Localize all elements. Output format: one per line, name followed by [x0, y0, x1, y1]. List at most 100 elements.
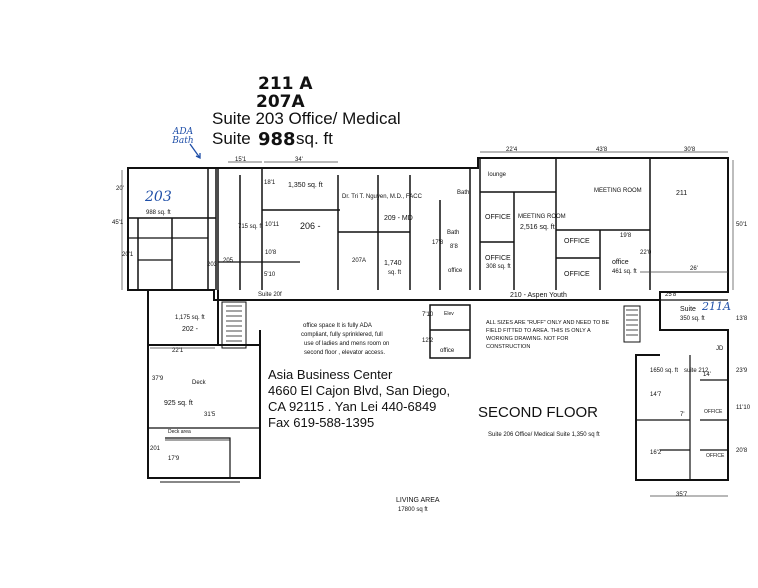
contact-address-1: 4660 El Cajon Blvd, San Diego, [268, 383, 451, 398]
dim-label: 22'0 [640, 250, 652, 256]
dim-label: 23'9 [736, 368, 748, 374]
room-label: Bath [457, 190, 470, 196]
dim-label: 10'8 [265, 250, 277, 256]
room-label: Bath [447, 230, 460, 236]
dim-label: 12'2 [422, 338, 434, 344]
room-label: 2,516 sq. ft [520, 224, 555, 231]
room-label: 925 sq. ft [164, 400, 193, 407]
dim-label: 20'1 [122, 252, 134, 258]
dim-label: 14'7 [650, 392, 662, 398]
room-label: 308 sq. ft [486, 264, 511, 270]
room-label: 1,350 sq. ft [288, 182, 323, 189]
corridor-label: 210 - Aspen Youth [510, 292, 567, 299]
ada-bath-note: ADA Bath [172, 127, 194, 146]
room-label: MEETING ROOM [518, 214, 566, 220]
room-label: OFFICE [706, 453, 725, 459]
sizes-note-line: ALL SIZES ARE "RUFF" ONLY AND NEED TO BE [486, 320, 610, 326]
room-label: 1650 sq. ft [650, 368, 679, 374]
dim-label: 22'4 [506, 147, 518, 153]
dim-label: 35'7 [676, 492, 688, 498]
room-label: OFFICE [485, 255, 511, 262]
suite-211a-label: Suite [680, 306, 696, 313]
room-label: 1,175 sq. ft [175, 315, 205, 321]
room-label: 201 [150, 446, 161, 452]
dim-label: 10'11 [265, 222, 280, 228]
dim-label: 25'8 [665, 292, 677, 298]
dim-label: 30'8 [684, 147, 696, 153]
ada-note-line: office space It is fully ADA [303, 323, 372, 329]
dim-label: 20' [116, 186, 124, 192]
room-label: 988 sq. ft [146, 210, 171, 216]
room-label: Elev [444, 311, 454, 317]
dim-label: 43'8 [596, 147, 608, 153]
room-label: 461 sq. ft [612, 269, 637, 275]
floor-subtitle: Suite 206 Office/ Medical Suite 1,350 sq… [488, 432, 600, 438]
room-label: 1,740 [384, 260, 402, 267]
room-label: JD [716, 346, 724, 352]
dim-label: 8'8 [450, 244, 458, 250]
dim-label: 45'1 [112, 220, 124, 226]
room-label: OFFICE [704, 409, 723, 415]
contact-name: Asia Business Center [268, 367, 393, 382]
suite-203-handwritten: 203 [145, 189, 172, 205]
sizes-note-line: FIELD FITTED TO AREA. THIS IS ONLY A [486, 328, 591, 334]
dim-label: 13'8 [736, 316, 748, 322]
dim-label: 50'1 [736, 222, 748, 228]
room-label: 211 [676, 190, 688, 197]
room-label: 205 [223, 258, 234, 264]
room-label: office [440, 348, 455, 354]
dim-label: 17'9 [168, 456, 180, 462]
contact-fax: Fax 619-588-1395 [268, 415, 375, 430]
handwritten-sqft: 988 [258, 129, 296, 150]
ada-note-line: compliant, fully sprinklered, full [301, 332, 383, 338]
dim-label: 18'1 [264, 180, 276, 186]
dim-label: 34' [295, 157, 303, 163]
contact-address-2: CA 92115 . Yan Lei 440-6849 [268, 399, 437, 414]
dim-label: 19'8 [620, 233, 632, 239]
handwritten-note-211a: 211 A [258, 74, 313, 94]
sizes-note-line: WORKING DRAWING. NOT FOR [486, 336, 569, 342]
suite-211a-handwritten: 211A [702, 300, 731, 313]
room-label: office [612, 259, 629, 266]
room-label: 350 sq. ft [680, 316, 705, 322]
room-label: 209 - MD [384, 215, 413, 222]
room-label: 207A [352, 258, 367, 264]
living-area-label: LIVING AREA [396, 497, 440, 504]
room-label: 202 - [182, 326, 198, 333]
dim-label: 16'2 [650, 450, 662, 456]
dim-label: 31'5 [204, 412, 216, 418]
ada-arrow-icon [189, 143, 201, 160]
dim-label: 14' [703, 372, 711, 378]
floor-title: SECOND FLOOR [478, 404, 599, 421]
room-label: Deck [192, 380, 206, 386]
dim-label: 5'10 [264, 272, 276, 278]
dim-label: 20'8 [736, 448, 748, 454]
dim-label: 7' [680, 412, 685, 418]
dim-label: 11'10 [736, 405, 751, 411]
handwritten-note-207a: 207A [256, 92, 305, 112]
room-label: OFFICE [564, 238, 590, 245]
dim-label: 26' [690, 266, 698, 272]
corridor-label: Suite 20f [258, 292, 282, 298]
room-label: 203 [207, 262, 218, 268]
room-label: sq. ft [388, 270, 402, 276]
header-sqft-suffix: sq. ft [296, 129, 333, 148]
dim-label: 15'1 [235, 157, 247, 163]
room-label: Deck area [168, 429, 191, 435]
room-label: OFFICE [485, 214, 511, 221]
room-label: office [448, 268, 463, 274]
header-suite-label: Suite [212, 129, 251, 148]
room-label: 206 - [300, 221, 321, 231]
ada-note-line: second floor , elevator access. [304, 350, 386, 356]
header-title: Suite 203 Office/ Medical [212, 109, 401, 128]
room-label: lounge [488, 172, 507, 178]
room-label: OFFICE [564, 271, 590, 278]
dim-label: 17'8 [432, 240, 444, 246]
room-label: MEETING ROOM [594, 188, 642, 194]
dim-label: 37'9 [152, 376, 164, 382]
room-label: Dr. Tri T. Nguyen, M.D., FACC [342, 194, 422, 200]
room-label: 715 sq. ft [238, 224, 263, 230]
dim-label: 7'10 [422, 312, 434, 318]
room-label: suite 212 [684, 368, 709, 374]
